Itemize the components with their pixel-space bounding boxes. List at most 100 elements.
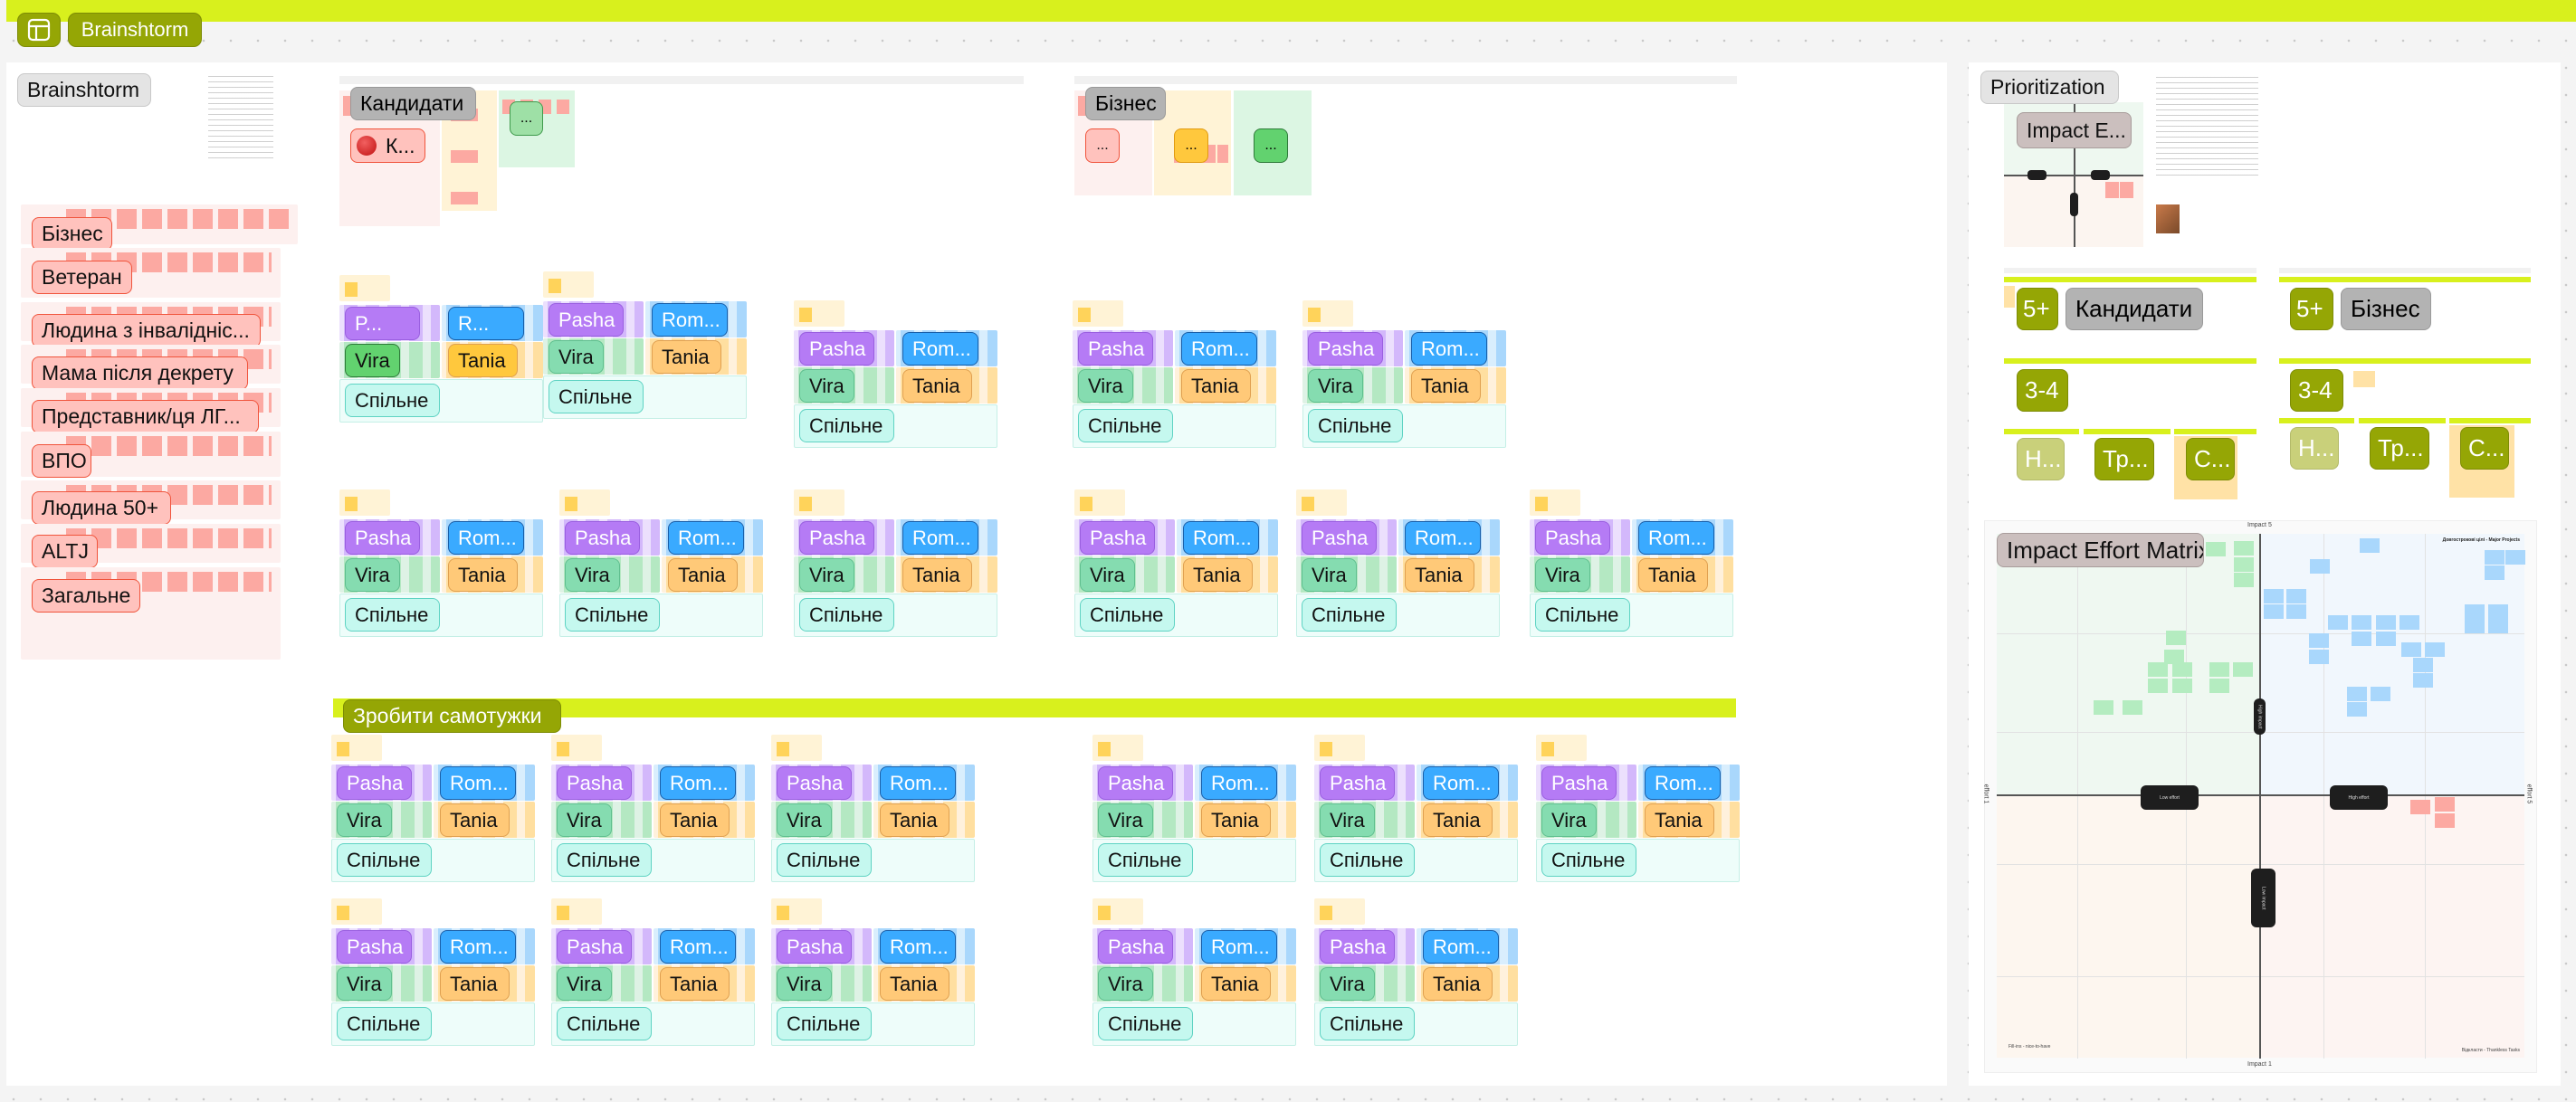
common-label[interactable]: Спільне bbox=[345, 598, 440, 632]
sticky-note[interactable] bbox=[2310, 559, 2330, 574]
business-pink-badge[interactable]: ... bbox=[1085, 128, 1120, 163]
tania-label[interactable]: Tania bbox=[1645, 803, 1714, 837]
tania-label[interactable]: Tania bbox=[880, 967, 949, 1001]
sticky-note[interactable] bbox=[2148, 662, 2168, 677]
business-tier-mid[interactable]: 3-4 bbox=[2290, 369, 2343, 412]
sticky-note[interactable] bbox=[2264, 604, 2284, 619]
vira-label[interactable]: Vira bbox=[777, 803, 832, 837]
tania-label[interactable]: Tania bbox=[902, 558, 972, 592]
vira-label[interactable]: Vira bbox=[557, 967, 612, 1001]
pasha-label[interactable]: Pasha bbox=[557, 930, 632, 964]
sticky-note[interactable] bbox=[2376, 615, 2396, 630]
common-label[interactable]: Спільне bbox=[549, 380, 644, 413]
segment-label[interactable]: ALTJ bbox=[32, 535, 98, 568]
roman-label[interactable]: Rom... bbox=[1423, 766, 1499, 800]
sticky-note[interactable] bbox=[2164, 650, 2184, 664]
vira-label[interactable]: Vira bbox=[1098, 967, 1153, 1001]
business-yellow-badge[interactable]: ... bbox=[1174, 128, 1208, 163]
sticky-note[interactable] bbox=[2465, 619, 2485, 633]
tania-label[interactable]: Tania bbox=[652, 340, 721, 374]
common-label[interactable]: Спільне bbox=[1535, 598, 1630, 632]
business-group-title[interactable]: Бізнес bbox=[1085, 87, 1166, 120]
pasha-label[interactable]: Pasha bbox=[1535, 521, 1610, 555]
common-label[interactable]: Спільне bbox=[1098, 1007, 1193, 1040]
roman-label[interactable]: Rom... bbox=[440, 930, 516, 964]
roman-label[interactable]: Rom... bbox=[880, 930, 956, 964]
high-impact-pill[interactable]: High impact bbox=[2254, 698, 2266, 735]
tania-label[interactable]: Tania bbox=[1183, 558, 1253, 592]
tania-label[interactable]: Tania bbox=[660, 967, 730, 1001]
vira-label[interactable]: Vira bbox=[549, 340, 604, 374]
tania-label[interactable]: Tania bbox=[880, 803, 949, 837]
segment-label[interactable]: Загальне bbox=[32, 579, 140, 613]
common-label[interactable]: Спільне bbox=[1320, 843, 1415, 877]
sticky-note[interactable] bbox=[2376, 632, 2396, 646]
pasha-label[interactable]: Pasha bbox=[1541, 766, 1617, 800]
vira-label[interactable]: Vira bbox=[345, 344, 400, 377]
tania-label[interactable]: Tania bbox=[1201, 967, 1271, 1001]
common-label[interactable]: Спільне bbox=[1078, 409, 1173, 442]
sticky-note[interactable] bbox=[2488, 619, 2508, 633]
segment-label[interactable]: Представник/ця ЛГ... bbox=[32, 400, 259, 433]
vira-label[interactable]: Vira bbox=[565, 558, 620, 592]
candidates-more-badge[interactable]: ... bbox=[510, 101, 543, 136]
segment-label[interactable]: ВПО bbox=[32, 444, 91, 478]
sticky-note[interactable] bbox=[2148, 679, 2168, 693]
common-label[interactable]: Спільне bbox=[565, 598, 660, 632]
board-title-button[interactable]: Brainshtorm bbox=[68, 13, 202, 47]
tania-label[interactable]: Tania bbox=[448, 344, 518, 377]
pasha-label[interactable]: Pasha bbox=[1098, 766, 1173, 800]
vira-label[interactable]: Vira bbox=[337, 967, 392, 1001]
segment-label[interactable]: Ветеран bbox=[32, 261, 132, 294]
segment-label[interactable]: Бізнес bbox=[32, 217, 112, 251]
roman-label[interactable]: Rom... bbox=[880, 766, 956, 800]
candidates-group-title[interactable]: Кандидати bbox=[350, 87, 476, 120]
vira-label[interactable]: Vira bbox=[1080, 558, 1135, 592]
roman-label[interactable]: Rom... bbox=[902, 521, 978, 555]
sticky-note[interactable] bbox=[2264, 589, 2284, 603]
vira-label[interactable]: Vira bbox=[1302, 558, 1357, 592]
pasha-label[interactable]: Pasha bbox=[1302, 521, 1377, 555]
matrix-thumbnail-label[interactable]: Impact E... bbox=[2017, 112, 2132, 148]
candidates-tier-low-3[interactable]: С... bbox=[2186, 438, 2235, 480]
sticky-note[interactable] bbox=[2410, 800, 2430, 814]
tania-label[interactable]: Tania bbox=[440, 967, 510, 1001]
vira-label[interactable]: Vira bbox=[799, 369, 854, 403]
candidates-tier-top[interactable]: 5+ bbox=[2017, 288, 2058, 330]
roman-label[interactable]: Rom... bbox=[1638, 521, 1714, 555]
roman-label[interactable]: Rom... bbox=[1201, 766, 1277, 800]
pasha-label[interactable]: Pasha bbox=[777, 930, 852, 964]
sticky-note[interactable] bbox=[2488, 604, 2508, 619]
pasha-label[interactable]: Pasha bbox=[777, 766, 852, 800]
low-impact-pill[interactable]: Low impact bbox=[2251, 869, 2275, 927]
tania-label[interactable]: Tania bbox=[660, 803, 730, 837]
sticky-note[interactable] bbox=[2352, 632, 2371, 646]
vira-label[interactable]: Vira bbox=[1320, 803, 1375, 837]
common-label[interactable]: Спільне bbox=[1541, 843, 1636, 877]
candidates-badge[interactable]: К... bbox=[350, 128, 425, 163]
common-label[interactable]: Спільне bbox=[1308, 409, 1403, 442]
roman-label[interactable]: Rom... bbox=[1645, 766, 1721, 800]
roman-label[interactable]: Rom... bbox=[1411, 332, 1487, 366]
tania-label[interactable]: Tania bbox=[1411, 369, 1481, 403]
common-label[interactable]: Спільне bbox=[1302, 598, 1397, 632]
sticky-note[interactable] bbox=[2123, 700, 2142, 715]
vira-label[interactable]: Vira bbox=[1535, 558, 1590, 592]
sticky-note[interactable] bbox=[2352, 615, 2371, 630]
vira-label[interactable]: Vira bbox=[1320, 967, 1375, 1001]
tania-label[interactable]: Tania bbox=[902, 369, 972, 403]
tania-label[interactable]: Tania bbox=[448, 558, 518, 592]
low-effort-pill[interactable]: Low effort bbox=[2141, 785, 2199, 810]
vira-label[interactable]: Vira bbox=[799, 558, 854, 592]
common-label[interactable]: Спільне bbox=[777, 1007, 872, 1040]
pasha-label[interactable]: P... bbox=[345, 307, 420, 340]
sticky-note[interactable] bbox=[2401, 642, 2421, 657]
vira-label[interactable]: Vira bbox=[337, 803, 392, 837]
sticky-note[interactable] bbox=[2399, 615, 2419, 630]
vira-label[interactable]: Vira bbox=[1098, 803, 1153, 837]
business-priority-title[interactable]: Бізнес bbox=[2341, 288, 2431, 330]
roman-label[interactable]: Rom... bbox=[448, 521, 524, 555]
tania-label[interactable]: Tania bbox=[1405, 558, 1474, 592]
sticky-note[interactable] bbox=[2347, 687, 2367, 701]
roman-label[interactable]: Rom... bbox=[1201, 930, 1277, 964]
